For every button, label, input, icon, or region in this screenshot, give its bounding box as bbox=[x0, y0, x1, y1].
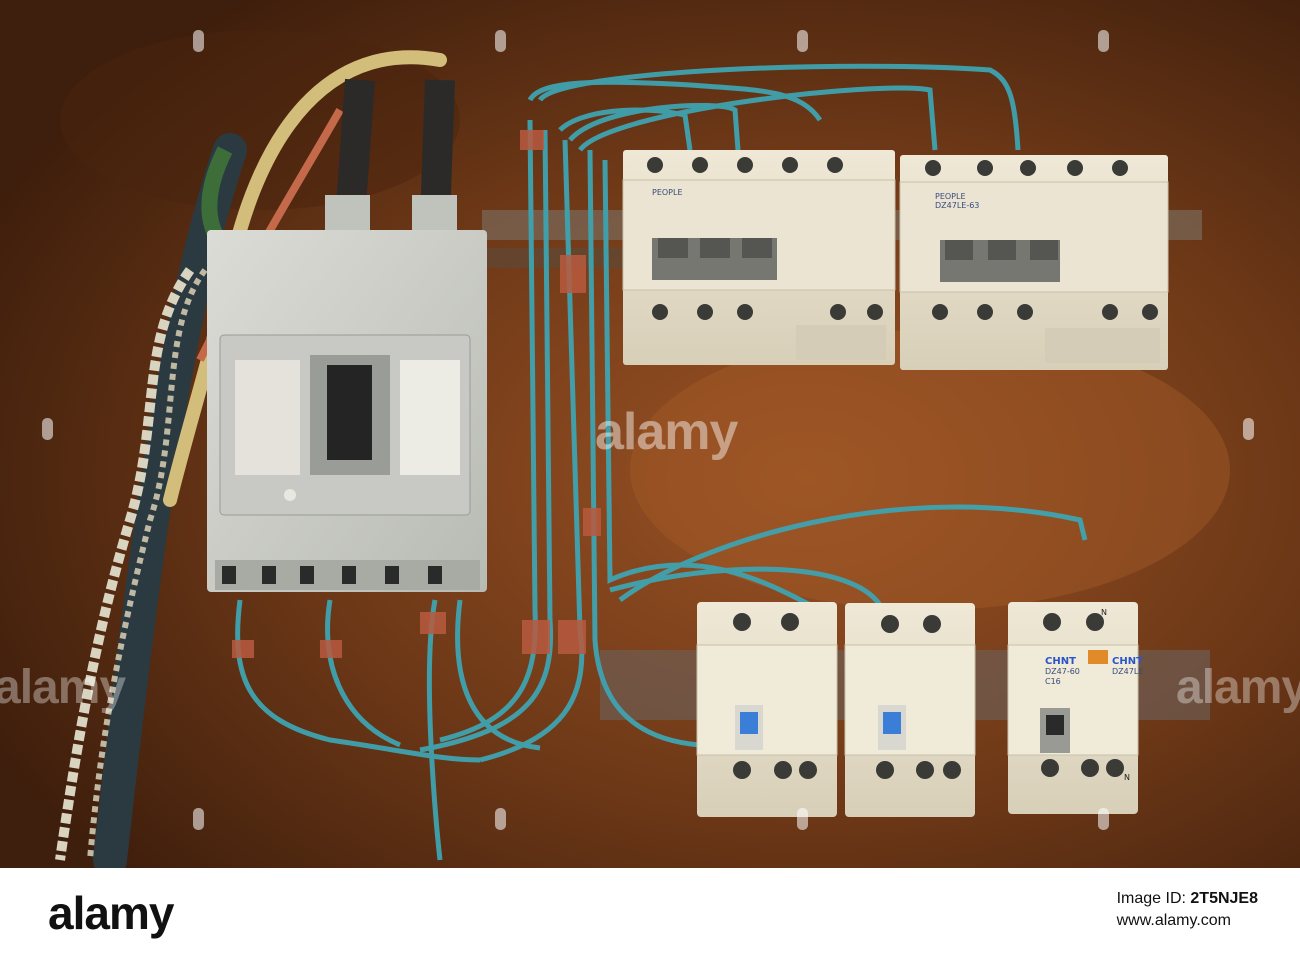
main-breaker-lever bbox=[327, 365, 372, 460]
watermark-dot bbox=[495, 30, 506, 52]
footer-bar: alamy Image ID: 2T5NJE8 www.alamy.com bbox=[0, 868, 1300, 956]
watermark-dot bbox=[1098, 30, 1109, 52]
lever-blue-2 bbox=[883, 712, 901, 734]
label-model-dz47le: DZ47LE bbox=[1112, 667, 1143, 676]
watermark-left: alamy bbox=[0, 661, 126, 714]
watermark-dot bbox=[193, 30, 204, 52]
label-top-right-brand: PEOPLE bbox=[935, 192, 966, 201]
label-model-dz47: DZ47-60 bbox=[1045, 667, 1080, 676]
breaker-top-right bbox=[899, 155, 1169, 370]
site-url[interactable]: www.alamy.com bbox=[1116, 912, 1231, 929]
label-n-bottom: N bbox=[1124, 773, 1130, 782]
electrical-panel-scene: PEOPLE PEOPLE DZ47LE-63 CHNT CHNT DZ47-6… bbox=[0, 0, 1300, 868]
image-id-value: 2T5NJE8 bbox=[1190, 890, 1258, 907]
watermark-dot bbox=[193, 808, 204, 830]
image-id-label: Image ID: bbox=[1116, 890, 1186, 907]
watermark-dot bbox=[42, 418, 53, 440]
breaker-bottom-1 bbox=[696, 602, 838, 817]
breaker-top-left bbox=[622, 150, 896, 365]
breaker-bottom-2 bbox=[844, 603, 976, 817]
watermark-center: alamy bbox=[595, 403, 738, 461]
watermark-dot bbox=[797, 808, 808, 830]
photo: PEOPLE PEOPLE DZ47LE-63 CHNT CHNT DZ47-6… bbox=[0, 0, 1300, 868]
footer-meta: Image ID: 2T5NJE8 www.alamy.com bbox=[1117, 890, 1258, 930]
image-id-line: Image ID: 2T5NJE8 bbox=[1117, 890, 1258, 908]
watermark-dot bbox=[495, 808, 506, 830]
label-rating-c16: C16 bbox=[1045, 677, 1061, 686]
label-chnt-b: CHNT bbox=[1112, 656, 1143, 667]
watermark-dot bbox=[797, 30, 808, 52]
alamy-logo[interactable]: alamy bbox=[48, 887, 174, 939]
breaker-bottom-3 bbox=[1007, 602, 1139, 814]
label-top-right-model: DZ47LE-63 bbox=[935, 201, 979, 210]
watermark-right: alamy bbox=[1176, 661, 1300, 714]
label-top-left-brand: PEOPLE bbox=[652, 188, 683, 197]
label-chnt-a: CHNT bbox=[1045, 656, 1076, 667]
label-n-top: N bbox=[1101, 608, 1107, 617]
watermark-dot bbox=[1243, 418, 1254, 440]
lever-blue-1 bbox=[740, 712, 758, 734]
watermark-dot bbox=[1098, 808, 1109, 830]
